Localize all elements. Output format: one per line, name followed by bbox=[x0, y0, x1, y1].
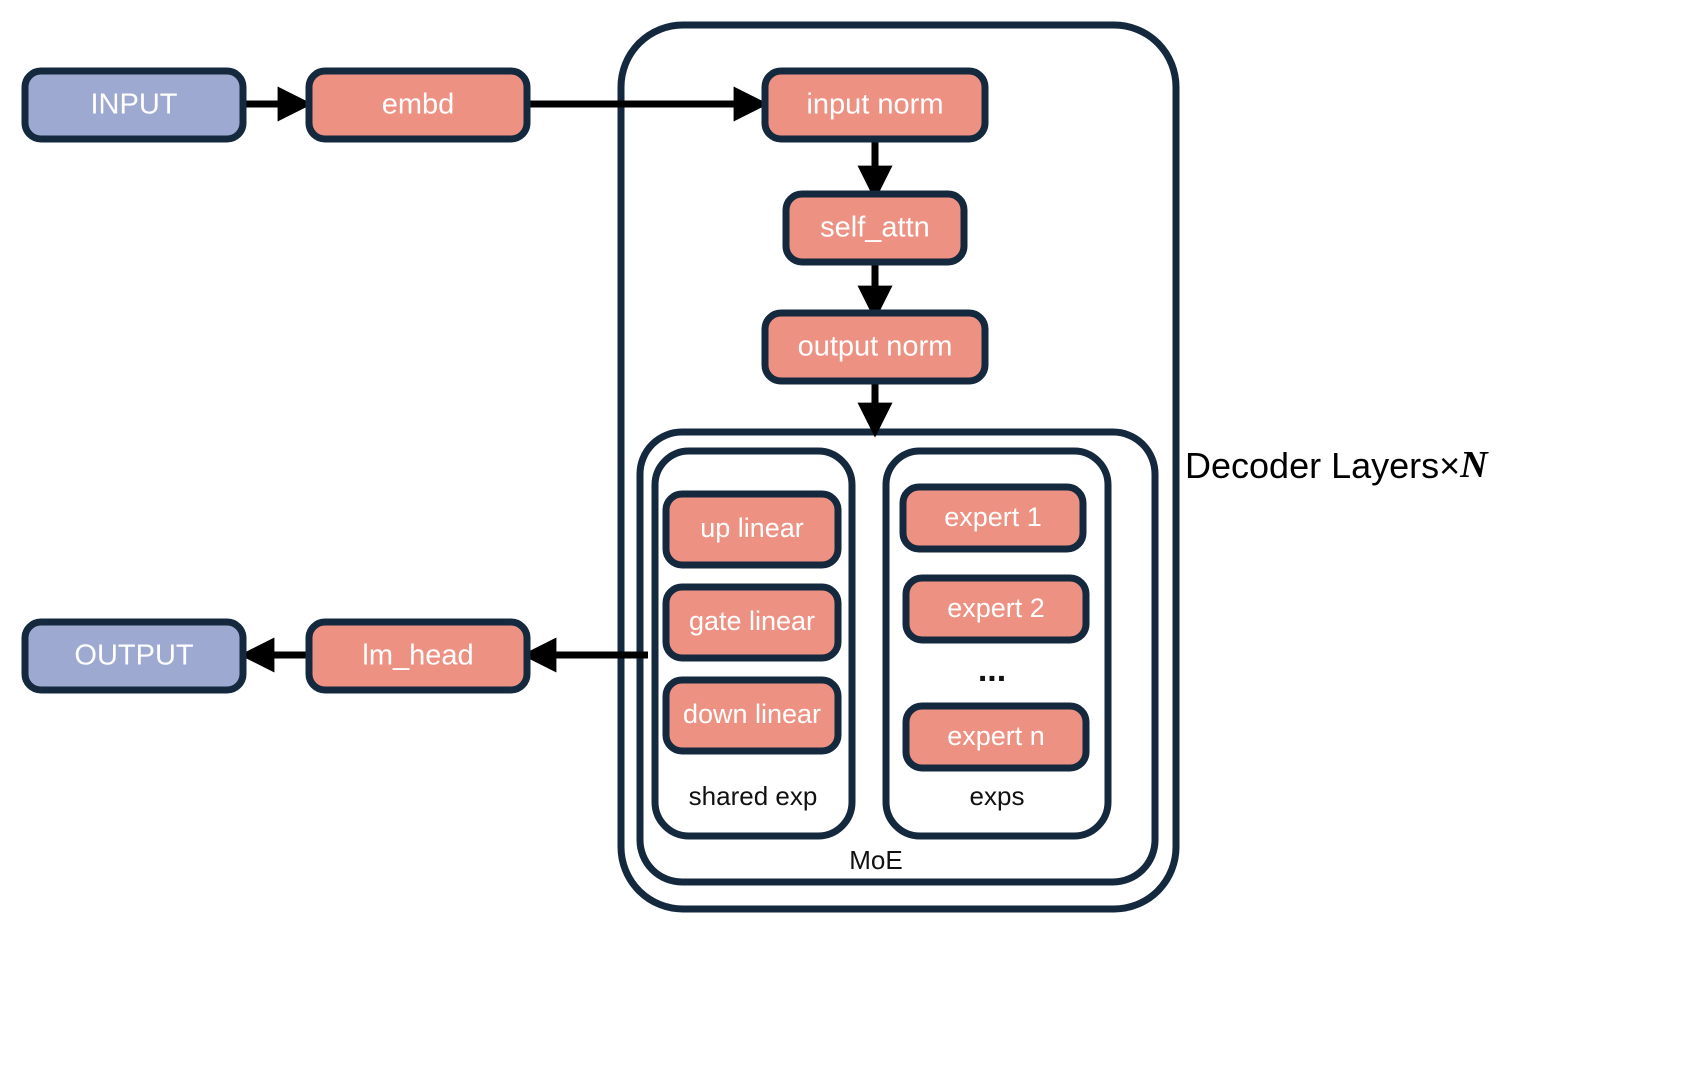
node-output-label: OUTPUT bbox=[74, 640, 194, 672]
node-gate-linear-label: gate linear bbox=[689, 606, 815, 636]
node-up-linear-label: up linear bbox=[700, 513, 804, 543]
node-down-linear-label: down linear bbox=[683, 699, 821, 729]
node-output-norm-label: output norm bbox=[798, 331, 953, 363]
node-expert-2[interactable]: expert 2 bbox=[902, 574, 1090, 644]
node-expert-1[interactable]: expert 1 bbox=[899, 483, 1087, 553]
node-lm-head[interactable]: lm_head bbox=[305, 618, 531, 694]
node-input-norm-label: input norm bbox=[806, 89, 943, 121]
node-self-attn-label: self_attn bbox=[820, 212, 930, 244]
decoder-layers-side-label-text: Decoder Layers× bbox=[1185, 445, 1460, 486]
experts-group-label: exps bbox=[970, 781, 1025, 811]
node-down-linear[interactable]: down linear bbox=[662, 676, 842, 755]
shared-expert-group-label: shared exp bbox=[689, 781, 818, 811]
node-gate-linear[interactable]: gate linear bbox=[662, 583, 842, 662]
node-expert-2-label: expert 2 bbox=[947, 593, 1045, 623]
node-expert-1-label: expert 1 bbox=[944, 502, 1042, 532]
node-input-norm[interactable]: input norm bbox=[761, 67, 989, 143]
node-lm-head-label: lm_head bbox=[362, 640, 473, 672]
decoder-layers-count: N bbox=[1459, 444, 1489, 486]
node-output-norm[interactable]: output norm bbox=[761, 309, 989, 385]
experts-ellipsis: ... bbox=[978, 651, 1006, 689]
node-embd[interactable]: embd bbox=[305, 67, 531, 143]
decoder-layers-side-label: Decoder Layers×N bbox=[1185, 444, 1489, 486]
node-self-attn[interactable]: self_attn bbox=[782, 190, 968, 266]
node-embd-label: embd bbox=[382, 89, 455, 121]
node-expert-n[interactable]: expert n bbox=[902, 702, 1090, 772]
node-output[interactable]: OUTPUT bbox=[21, 618, 247, 694]
node-input-label: INPUT bbox=[91, 89, 178, 121]
node-expert-n-label: expert n bbox=[947, 721, 1045, 751]
moe-group-label: MoE bbox=[849, 845, 902, 875]
node-input[interactable]: INPUT bbox=[21, 67, 247, 143]
node-up-linear[interactable]: up linear bbox=[662, 490, 842, 569]
